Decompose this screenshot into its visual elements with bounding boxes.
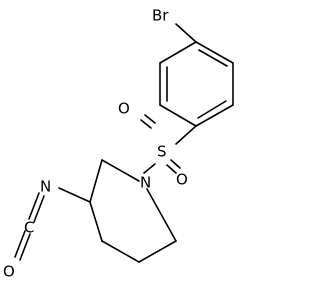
atom-n-ring-label: N: [140, 174, 151, 192]
atom-o-top-label: O: [118, 100, 130, 118]
bond-c3-c4: [89, 201, 103, 242]
bond-c4-c5: [101, 240, 140, 263]
bond-c2-c3: [89, 159, 103, 203]
bond-s-o-right-a: [170, 159, 181, 169]
bond-ciso-oiso-a: [19, 233, 31, 261]
molecule-structure-diagram: Br S O O N N C O: [3, 7, 234, 281]
isocyanate-group: [14, 187, 91, 261]
bond-ciso-oiso-b: [14, 230, 26, 258]
atom-labels: Br S O O N N C O: [3, 7, 188, 281]
atom-s-label: S: [157, 143, 167, 161]
bond-s-n: [143, 163, 156, 174]
bond-c3-niso: [58, 187, 91, 203]
atom-n-iso-label: N: [40, 178, 51, 196]
bond-c6-n: [146, 188, 177, 242]
atom-o-iso-label: O: [3, 263, 15, 281]
atom-br-label: Br: [152, 7, 169, 25]
bond-aryl-s: [175, 125, 197, 145]
bond-c1-c2: [195, 41, 234, 64]
double-bond-inner-2: [197, 100, 227, 119]
bond-c5-c6: [138, 240, 177, 263]
bond-s-o-right-b: [166, 164, 177, 174]
atom-c-iso-label: C: [24, 219, 34, 237]
piperidine-ring: [89, 159, 177, 263]
bond-c3-c4: [195, 104, 234, 127]
double-bond-inner-1: [198, 49, 228, 67]
bond-s-o-top-a: [140, 119, 152, 129]
bond-niso-ciso-b: [28, 192, 40, 220]
bond-s-o-top-b: [144, 114, 156, 124]
benzene-ring: [159, 41, 234, 127]
bond-c4-c5: [159, 104, 197, 127]
bond-c1-br: [175, 23, 197, 43]
bond-niso-ciso-a: [33, 195, 45, 223]
atom-o-right-label: O: [176, 171, 188, 189]
bond-c6-c1: [159, 41, 197, 64]
sulfonyl-oxygens: [140, 114, 181, 174]
bond-n-c2: [101, 159, 140, 182]
